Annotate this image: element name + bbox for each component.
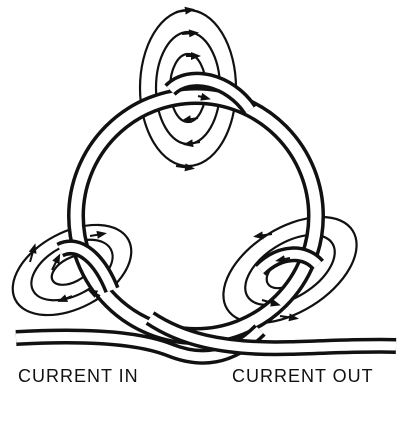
main-conductor-ring	[76, 96, 316, 336]
arrow-icon	[30, 248, 34, 262]
arrow-icon	[90, 234, 102, 236]
right-field-middle-oval	[233, 221, 346, 320]
arrow-icon	[176, 10, 190, 12]
current-leads	[16, 318, 396, 357]
arrow-icon	[188, 142, 200, 144]
arrow-icon	[182, 33, 194, 34]
current-in-label: CURRENT IN	[18, 366, 139, 387]
current-out-label: CURRENT OUT	[232, 366, 374, 387]
arrow-icon	[258, 234, 272, 236]
